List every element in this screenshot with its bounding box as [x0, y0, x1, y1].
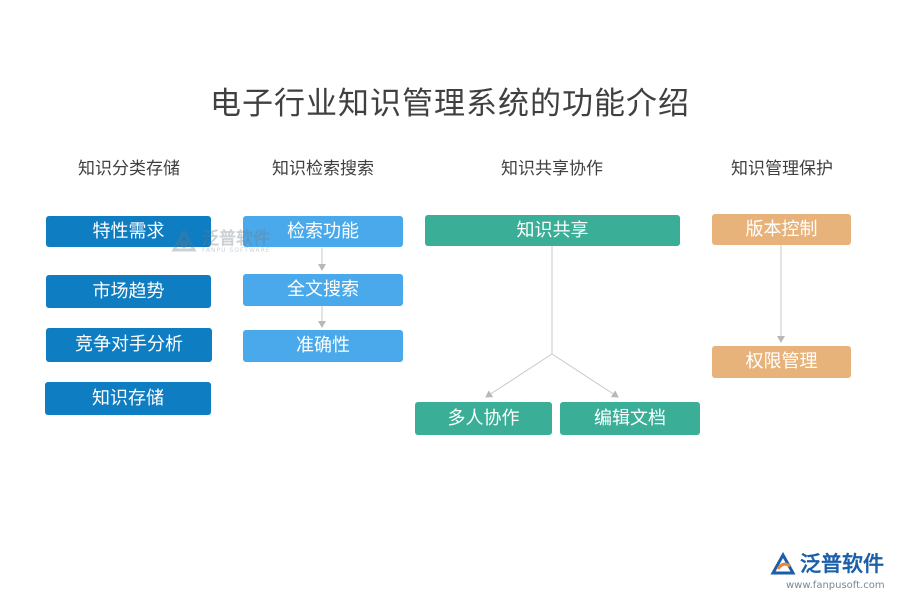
watermark-sub: FANPU SOFTWARE — [202, 246, 271, 254]
column-heading-protect: 知识管理保护 — [731, 159, 833, 179]
node-knowledge-share: 知识共享 — [425, 215, 680, 246]
node-market-trend: 市场趋势 — [46, 275, 211, 308]
brand-name: 泛普软件 — [800, 552, 884, 576]
column-heading-share: 知识共享协作 — [501, 159, 603, 179]
node-accuracy: 准确性 — [243, 330, 403, 362]
brand-url: www.fanpusoft.com — [786, 580, 885, 591]
node-search-function: 检索功能 — [243, 216, 403, 247]
node-competitor-analysis: 竞争对手分析 — [46, 328, 212, 362]
fanpu-logo-icon — [770, 552, 796, 575]
watermark-brand: 泛普软件 — [202, 228, 270, 249]
node-knowledge-storage: 知识存储 — [45, 382, 211, 415]
node-edit-docs: 编辑文档 — [560, 402, 700, 435]
brand-logo: 泛普软件 — [770, 552, 884, 576]
node-feature-requirements: 特性需求 — [46, 216, 211, 247]
column-heading-search: 知识检索搜索 — [272, 159, 374, 179]
node-multi-collab: 多人协作 — [415, 402, 552, 435]
node-permission-manage: 权限管理 — [712, 346, 851, 378]
fanpu-logo-icon — [171, 230, 197, 252]
node-version-control: 版本控制 — [712, 214, 851, 245]
column-heading-classify: 知识分类存储 — [78, 159, 180, 179]
watermark: 泛普软件 FANPU SOFTWARE — [170, 230, 271, 254]
arrow-share-multi — [485, 353, 553, 398]
diagram-title: 电子行业知识管理系统的功能介绍 — [210, 86, 690, 122]
node-fulltext-search: 全文搜索 — [243, 274, 403, 306]
arrow-share-edit — [551, 353, 619, 398]
